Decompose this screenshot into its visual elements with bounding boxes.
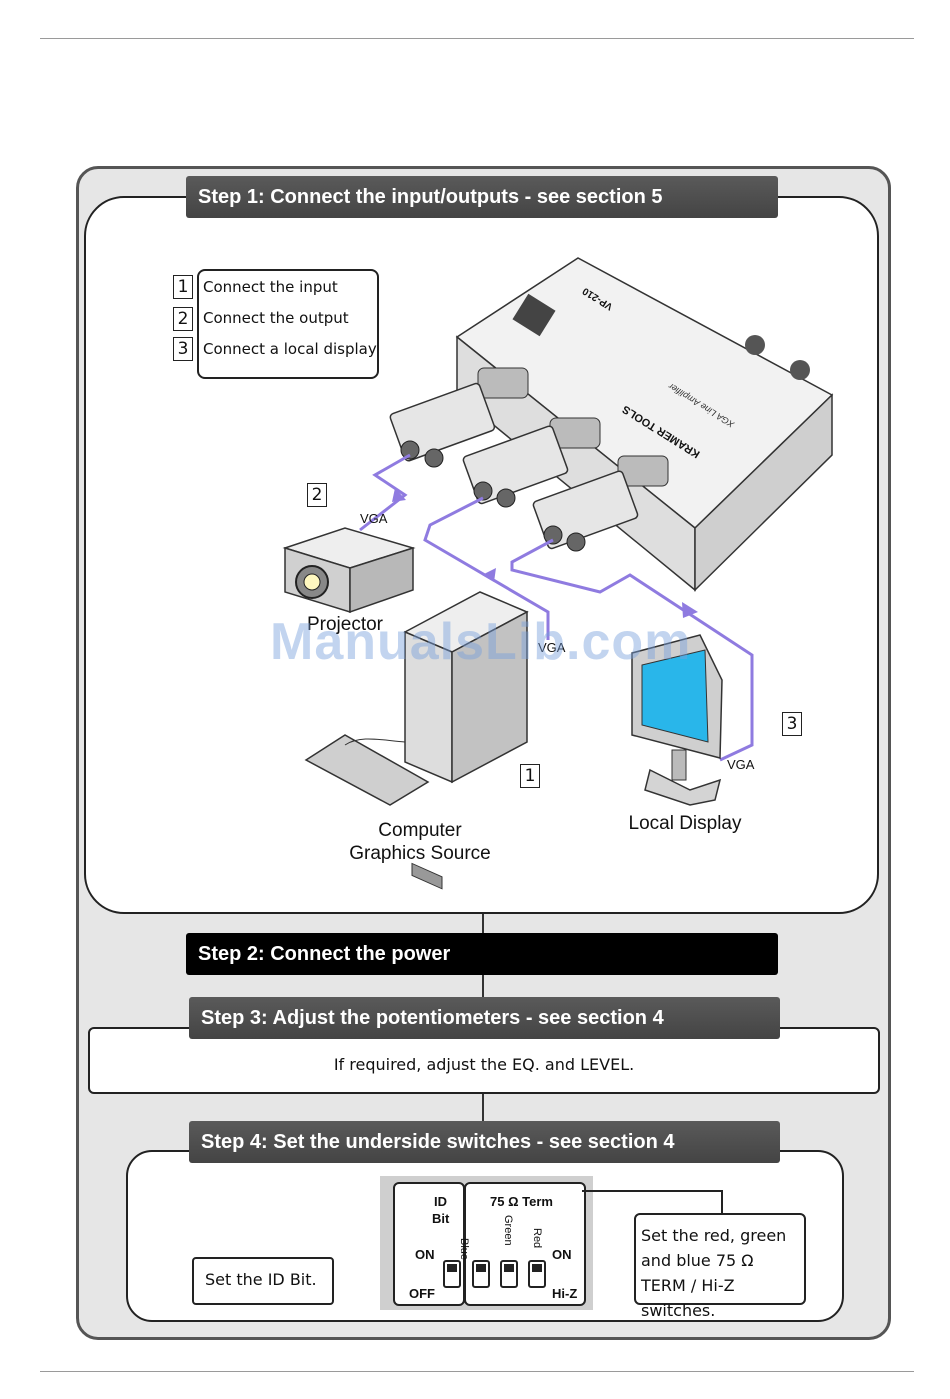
vga-label-computer: VGA bbox=[538, 640, 566, 655]
legend-text-3: Connect a local display bbox=[203, 340, 377, 358]
vga-label-projector: VGA bbox=[360, 511, 388, 526]
vga-label-display: VGA bbox=[727, 757, 755, 772]
watermark: ManualsLib.com bbox=[270, 613, 692, 671]
monitor-illustration bbox=[631, 634, 723, 806]
step2-title: Step 2: Connect the power bbox=[186, 933, 778, 975]
id-bit-switch[interactable] bbox=[443, 1260, 461, 1288]
step3-text: If required, adjust the EQ. and LEVEL. bbox=[333, 1055, 635, 1074]
display-label: Local Display bbox=[628, 813, 742, 834]
step1-title: Step 1: Connect the input/outputs - see … bbox=[186, 176, 778, 218]
vga-cable bbox=[359, 453, 754, 762]
computer-label-1: Computer bbox=[378, 820, 462, 841]
red-label: Red bbox=[531, 1228, 543, 1249]
legend-num-2: 2 bbox=[173, 307, 193, 331]
on-left-label: ON bbox=[415, 1247, 435, 1262]
blue-label: Blue bbox=[458, 1238, 470, 1261]
callout-2: 2 bbox=[307, 483, 327, 507]
legend-num-3: 3 bbox=[173, 337, 193, 361]
id-bit-note-text: Set the ID Bit. bbox=[205, 1270, 317, 1289]
bit-label: Bit bbox=[432, 1211, 450, 1226]
computer-illustration bbox=[304, 591, 529, 890]
projector-illustration bbox=[282, 527, 416, 614]
computer-label-2: Graphics Source bbox=[349, 843, 491, 864]
top-rule bbox=[40, 38, 914, 39]
device-illustration bbox=[455, 257, 834, 592]
id-label: ID bbox=[434, 1194, 447, 1209]
term-connector-line bbox=[582, 1190, 723, 1215]
hiz-label: Hi-Z bbox=[552, 1286, 578, 1301]
on-right-label: ON bbox=[552, 1247, 572, 1262]
term-note-text: Set the red, green and blue 75 Ω TERM / … bbox=[641, 1226, 787, 1320]
blue-term-switch[interactable] bbox=[472, 1260, 490, 1288]
legend-box bbox=[197, 269, 379, 379]
legend-text-2: Connect the output bbox=[203, 309, 349, 327]
id-bit-note: Set the ID Bit. bbox=[192, 1257, 334, 1305]
term-note: Set the red, green and blue 75 Ω TERM / … bbox=[634, 1213, 806, 1320]
green-term-switch[interactable] bbox=[500, 1260, 518, 1288]
green-label: Green bbox=[502, 1215, 514, 1246]
projector-label: Projector bbox=[306, 614, 384, 635]
callout-3: 3 bbox=[782, 712, 802, 736]
term-label: 75 Ω Term bbox=[490, 1194, 553, 1209]
red-term-switch[interactable] bbox=[528, 1260, 546, 1288]
connector-line bbox=[482, 1093, 484, 1123]
off-label: OFF bbox=[409, 1286, 435, 1301]
step4-title: Step 4: Set the underside switches - see… bbox=[189, 1121, 780, 1163]
step3-title: Step 3: Adjust the potentiometers - see … bbox=[189, 997, 780, 1039]
callout-1: 1 bbox=[520, 764, 540, 788]
bottom-rule bbox=[40, 1371, 914, 1372]
legend-num-1: 1 bbox=[173, 275, 193, 299]
legend-text-1: Connect the input bbox=[203, 278, 338, 296]
